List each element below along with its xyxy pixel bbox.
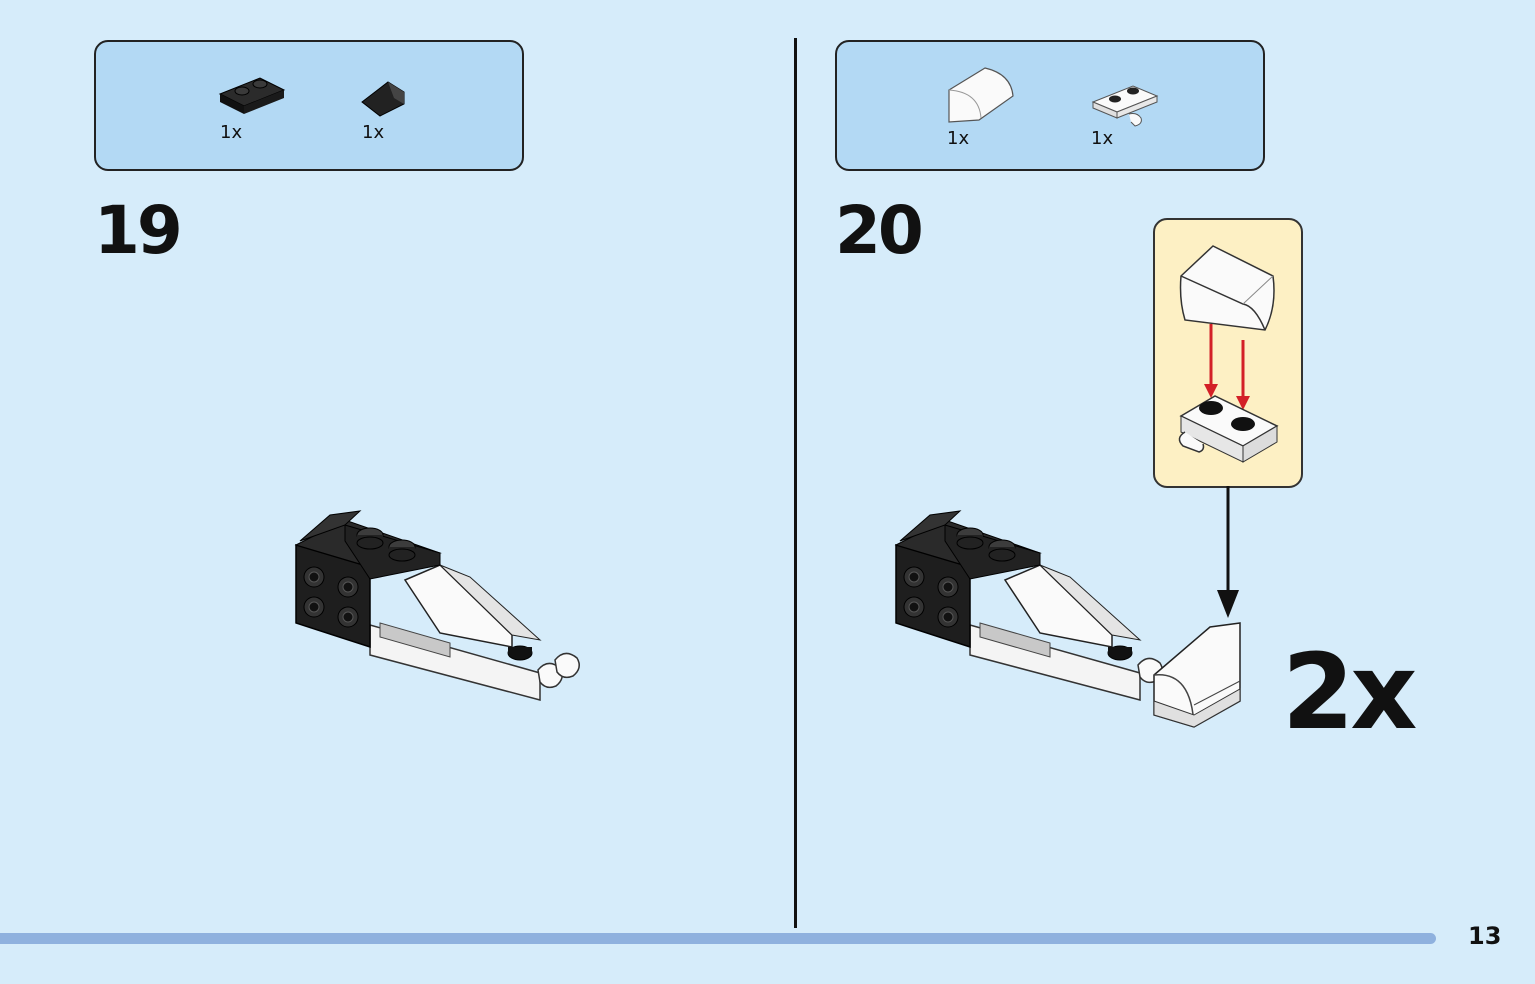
part-qty: 1x: [1091, 128, 1114, 149]
sub-assembly-illustration: [1178, 245, 1279, 463]
page-divider: [794, 38, 797, 928]
part-qty: 1x: [362, 122, 385, 143]
part-qty: 1x: [220, 122, 243, 143]
model-step-20: [894, 510, 1241, 728]
part-qty: 1x: [947, 128, 970, 149]
black-slope-icon: [361, 81, 405, 117]
white-curved-slope-icon: [948, 67, 1014, 123]
parts-box-step-20: 1x 1x: [835, 40, 1265, 171]
step-number-19: 19: [94, 192, 183, 269]
page-progress-bar: [0, 933, 1436, 944]
model-step-19: [294, 510, 580, 701]
step-number-20: 20: [835, 192, 924, 269]
parts-box-step-19: 1x 1x: [94, 40, 524, 171]
black-plate-1x2-icon: [218, 77, 286, 114]
build-multiplier: 2x: [1282, 631, 1417, 753]
sub-assembly-callout: [1153, 218, 1303, 488]
page-number: 13: [1468, 922, 1502, 950]
down-arrow-icon: [1217, 486, 1239, 618]
white-plate-with-clip-icon: [1091, 85, 1159, 127]
